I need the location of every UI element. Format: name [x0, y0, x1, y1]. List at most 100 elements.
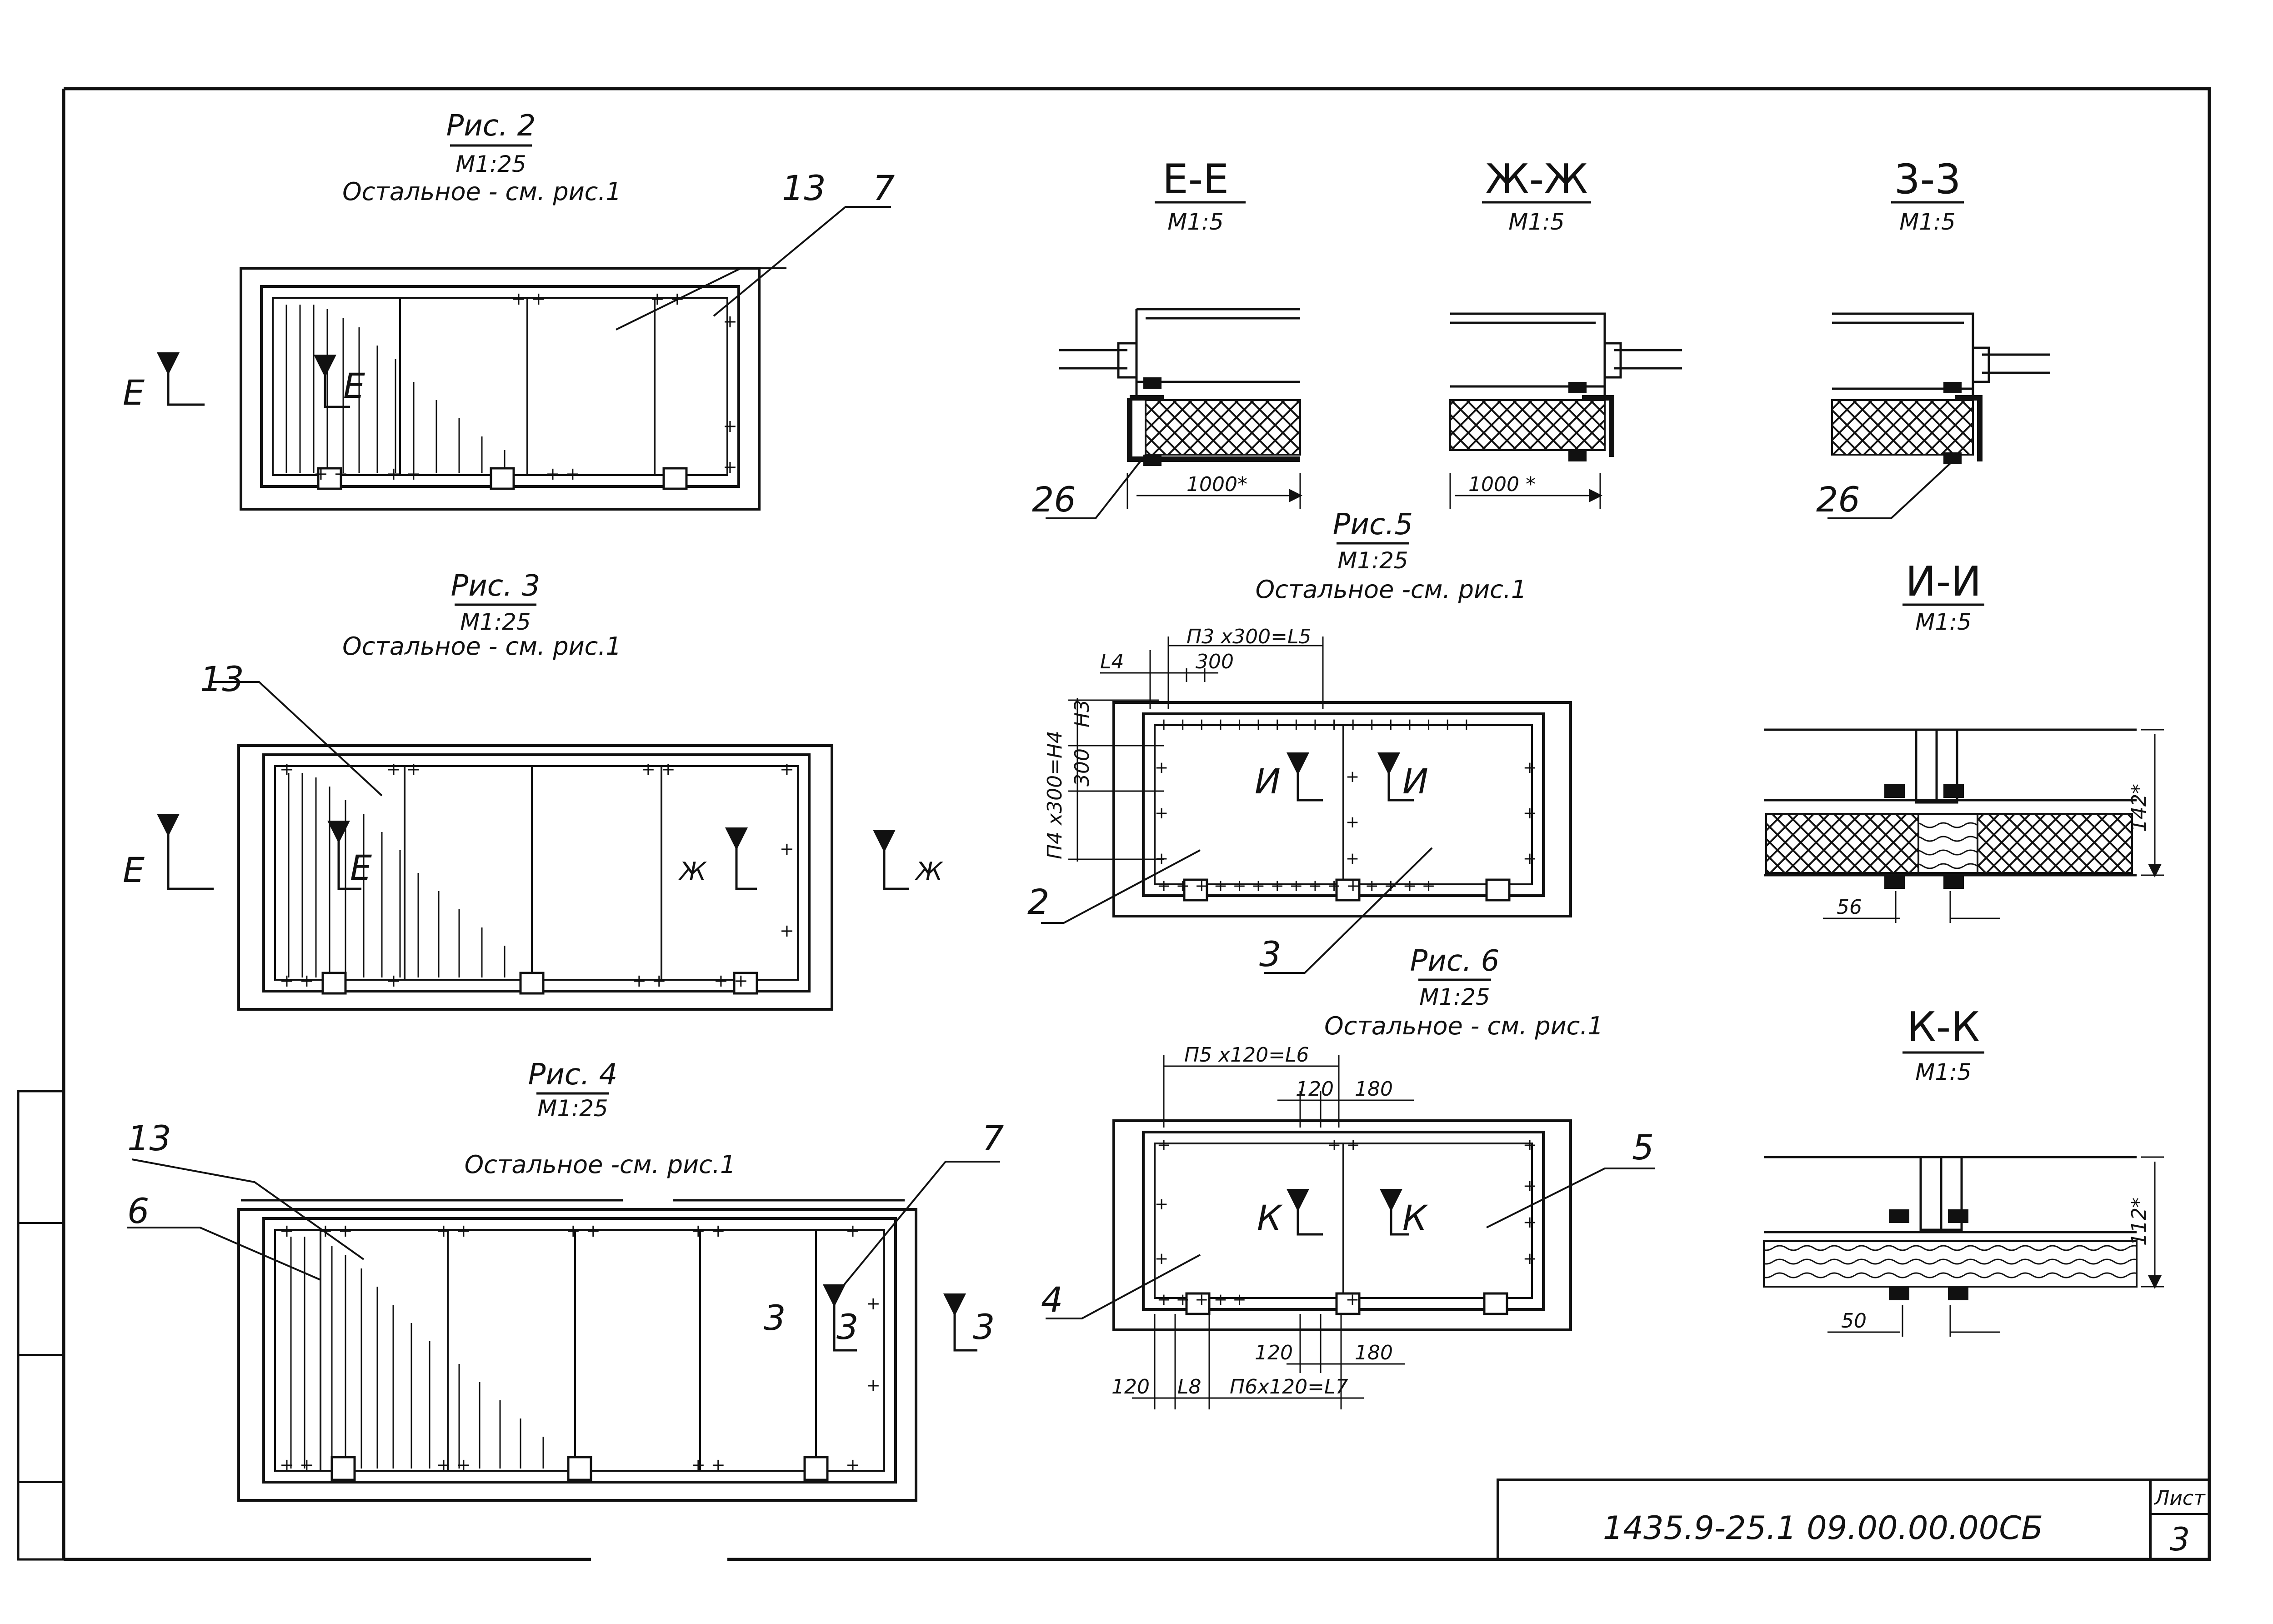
- fig6-brackets: [1185, 1292, 1508, 1315]
- fig3-hatch-lines: [288, 773, 506, 977]
- fig2-callout-7: 7: [873, 168, 895, 208]
- figure-3: Рис. 3 М1:25 Остальное - см. рис.1 ++ ++…: [123, 569, 944, 1011]
- section-ee: Е-Е М1:5 1000* 26: [1032, 155, 1300, 520]
- fig4-brackets: [330, 1456, 829, 1481]
- fig3-mark-zh-inner: Ж: [678, 857, 707, 886]
- svg-text:+ +: + +: [386, 464, 421, 484]
- svg-text:+: +: [280, 1221, 294, 1241]
- fig3-bolt-marks: ++ ++ ++ + +++ ++ + ++: [280, 759, 794, 991]
- fig2-note: Остальное - см. рис.1: [342, 177, 621, 206]
- fig3-mark-zh-right: Ж: [915, 857, 944, 886]
- fig4-mark-3-inner: 3: [836, 1307, 858, 1347]
- svg-text:+ +: + +: [546, 464, 580, 484]
- fig3-mark-e-inner: Е: [350, 847, 372, 888]
- section-ee-dim: 1000*: [1187, 473, 1247, 496]
- fig5-mark-i-right: И: [1402, 761, 1428, 802]
- svg-text:+ +: + +: [280, 1455, 314, 1475]
- svg-text:+: +: [723, 416, 737, 436]
- fig4-scale: М1:25: [537, 1095, 608, 1122]
- fig4-callout-3: 3: [764, 1298, 786, 1338]
- section-kk-title: К-К: [1907, 1003, 1980, 1051]
- title-block: 1435.9-25.1 09.00.00.00СБ Лист 3: [1497, 1479, 2211, 1561]
- svg-text:+: +: [723, 311, 737, 331]
- fig5-dim-h4: П4 х300=Н4: [1043, 731, 1066, 859]
- fig4-callout-6: 6: [127, 1191, 149, 1231]
- fig5-frame: [1112, 701, 1572, 917]
- fig2-scale: М1:25: [456, 151, 526, 177]
- fig6-dim-180-bottom: 180: [1355, 1341, 1393, 1364]
- figure-6: Рис. 6 М1:25 Остальное - см. рис.1 ++ ++…: [1041, 944, 1655, 1409]
- section-ii: И-И М1:5 142* 56: [1764, 558, 2164, 923]
- section-zhzh-scale: М1:5: [1508, 209, 1565, 235]
- fig5-dim-300-top: 300: [1196, 650, 1234, 673]
- svg-text:+: +: [1155, 804, 1168, 822]
- section-ii-title: И-И: [1905, 558, 1981, 606]
- svg-text:+: +: [1523, 758, 1537, 777]
- fig5-dim-l5: П3 х300=L5: [1187, 625, 1311, 648]
- section-ee-callout: 26: [1032, 479, 1076, 520]
- sheet-label: Лист: [2153, 1487, 2206, 1510]
- fig2-frame: [240, 267, 761, 511]
- section-kk: К-К М1:5 112* 50: [1763, 1003, 2164, 1337]
- svg-text:+ + + + + + +: + + + + + + + + + + + + + + +: [1157, 877, 1436, 895]
- svg-text:+: +: [1523, 1249, 1537, 1268]
- svg-text:+ +: + +: [691, 1221, 726, 1241]
- svg-text:+ +: + +: [1327, 1136, 1360, 1154]
- fig4-hatch-lines: [290, 1237, 544, 1469]
- svg-text:+: +: [846, 1455, 860, 1475]
- section-kk-dim-height: 112*: [2128, 1198, 2151, 1246]
- fig3-callout-13: 13: [200, 659, 244, 699]
- svg-text:+ + + + + + + +: + + + + + + + + + + + + + + + + +: [1157, 715, 1473, 734]
- svg-text:+: +: [1346, 849, 1359, 868]
- fig2-hatch-lines: [285, 305, 506, 473]
- fig6-dim-l7: П6х120=L7: [1230, 1375, 1348, 1398]
- svg-text:+ +: + +: [511, 289, 546, 309]
- fig5-dim-300-left: 300: [1071, 748, 1094, 787]
- section-ii-dim-width: 56: [1837, 896, 1862, 919]
- section-ee-scale: М1:5: [1167, 209, 1224, 235]
- fig4-mark-3-right: 3: [973, 1307, 995, 1347]
- fig6-dim-120-left: 120: [1111, 1375, 1150, 1398]
- fig6-dim-120-top: 120: [1296, 1078, 1334, 1101]
- svg-text:+ +: + +: [386, 759, 421, 779]
- svg-text:+: +: [1523, 1213, 1537, 1232]
- fig5-dim-l4: L4: [1100, 650, 1124, 673]
- svg-text:+: +: [1155, 758, 1168, 777]
- fig4-note: Остальное -см. рис.1: [465, 1150, 736, 1179]
- svg-text:+: +: [723, 457, 737, 477]
- svg-text:+: +: [1523, 1136, 1537, 1154]
- fig6-callout-5: 5: [1632, 1127, 1654, 1168]
- svg-text:+: +: [1523, 804, 1537, 822]
- fig3-scale: М1:25: [460, 609, 531, 635]
- fig6-callout-4: 4: [1041, 1279, 1063, 1320]
- section-zz-callout: 26: [1816, 479, 1860, 520]
- fig5-title: Рис.5: [1333, 508, 1413, 541]
- fig4-callout-13: 13: [127, 1118, 171, 1158]
- fig4-bolt-marks: ++ ++ ++ + + ++ + ++ ++ ++ ++: [280, 1221, 881, 1475]
- svg-text:+: +: [1346, 1290, 1359, 1309]
- svg-text:+: +: [1346, 813, 1359, 832]
- fig3-mark-e-left: Е: [123, 850, 145, 890]
- fig2-title: Рис. 2: [446, 109, 536, 143]
- svg-text:+: +: [386, 971, 401, 991]
- svg-text:+: +: [1346, 767, 1359, 786]
- figure-5: Рис.5 М1:25 Остальное -см. рис.1 + + + +…: [1027, 508, 1572, 974]
- fig5-callout-2: 2: [1027, 882, 1049, 922]
- fig3-frame: [237, 744, 833, 1011]
- svg-text:+ +: + +: [436, 1221, 471, 1241]
- fig2-callout-13: 13: [782, 168, 826, 208]
- fig5-dim-h3: Н3: [1071, 700, 1094, 727]
- svg-text:+ +: + +: [632, 971, 666, 991]
- section-ii-scale: М1:5: [1915, 609, 1972, 635]
- fig6-dim-l8: L8: [1177, 1375, 1202, 1398]
- section-zz-scale: М1:5: [1899, 209, 1956, 235]
- svg-text:+ +: + +: [566, 1221, 601, 1241]
- fig6-note: Остальное - см. рис.1: [1324, 1012, 1603, 1040]
- fig4-frame: [237, 1199, 917, 1502]
- fig3-note: Остальное - см. рис.1: [342, 632, 621, 661]
- fig6-bolt-marks: ++ ++ + + + + ++ ++ +++: [1155, 1136, 1537, 1309]
- fig6-dim-180-top: 180: [1355, 1078, 1393, 1101]
- svg-text:+: +: [846, 1221, 860, 1241]
- sheet-frame: [17, 87, 2211, 1561]
- section-kk-dim-width: 50: [1841, 1309, 1867, 1333]
